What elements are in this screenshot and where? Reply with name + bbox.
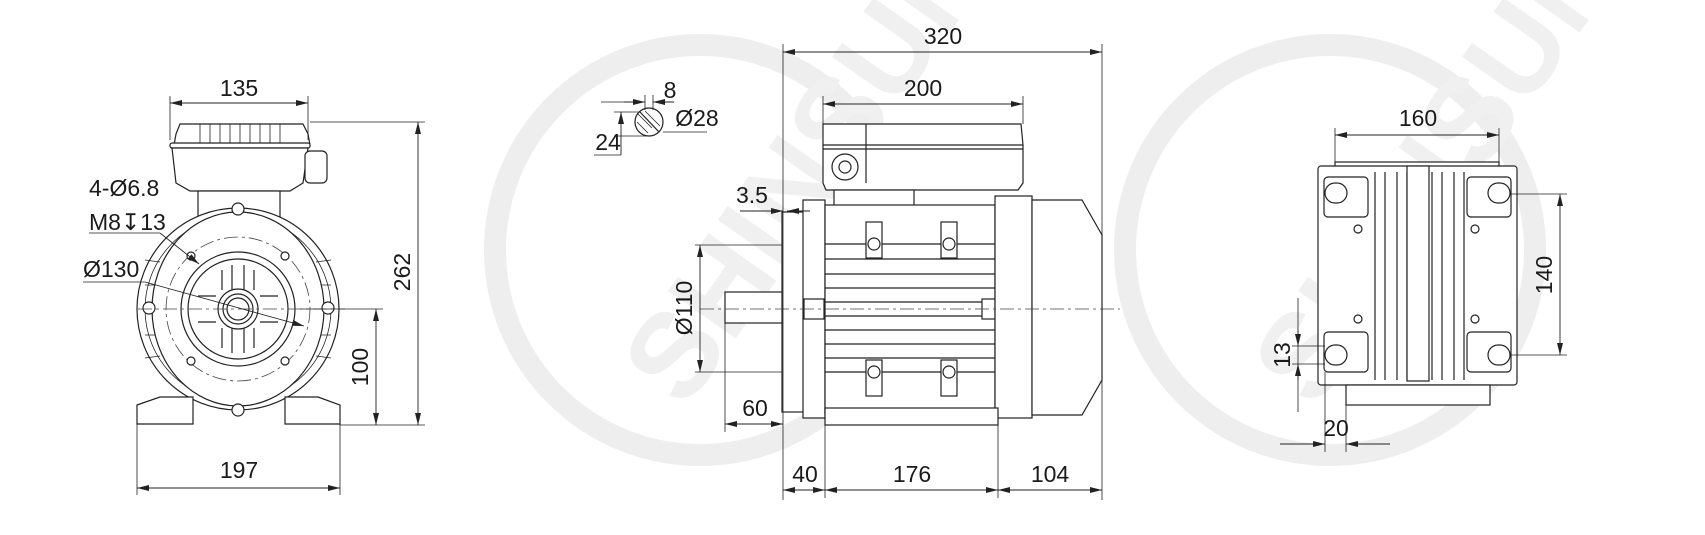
- front-view: 135 262 100 197 4-Ø6.8 M8↧13 Ø130: [83, 75, 425, 495]
- dim-197: 197: [220, 457, 258, 483]
- label-thread: M8↧13: [89, 209, 166, 235]
- foot: [824, 407, 999, 426]
- terminal-box-side: [822, 123, 1024, 191]
- dim-140: 140: [1531, 256, 1557, 294]
- lifting-lugs: [865, 221, 958, 397]
- dim-200: 200: [904, 75, 942, 101]
- dim-104: 104: [1031, 461, 1070, 487]
- dim-20: 20: [1323, 415, 1349, 441]
- dim-13: 13: [1269, 342, 1295, 368]
- dim-d28: Ø28: [675, 105, 718, 131]
- dim-176: 176: [893, 461, 931, 487]
- bottom-view: 160 140 13 20: [1269, 105, 1567, 452]
- foot-pads: [1323, 176, 1512, 373]
- side-view: 8 24 Ø28: [594, 23, 1120, 500]
- foot-right: [284, 396, 341, 425]
- cooling-fins: [825, 243, 995, 373]
- flange-holes: [142, 202, 335, 417]
- dim-100: 100: [347, 348, 373, 386]
- foot-left: [136, 396, 194, 425]
- dim-3-5: 3.5: [736, 182, 768, 208]
- dim-40: 40: [792, 461, 818, 487]
- label-mount-holes: 4-Ø6.8: [89, 175, 159, 201]
- fins: [1374, 165, 1465, 382]
- fan-cover: [994, 195, 1033, 419]
- mounting-slots: [1324, 182, 1511, 366]
- dim-135: 135: [220, 75, 258, 101]
- label-pcd: Ø130: [83, 256, 139, 282]
- dim-60: 60: [742, 395, 768, 421]
- terminal-box: [169, 123, 328, 192]
- shaft-section: 8 24 Ø28: [594, 77, 719, 156]
- dim-8: 8: [664, 77, 677, 103]
- dim-160: 160: [1399, 105, 1437, 131]
- shaft: [724, 291, 783, 324]
- cable-gland: [304, 150, 328, 184]
- flange-spigot: [781, 211, 805, 413]
- dim-262: 262: [389, 253, 415, 291]
- dim-320: 320: [924, 23, 962, 49]
- dim-d110: Ø110: [671, 281, 697, 336]
- dim-24: 24: [595, 129, 621, 155]
